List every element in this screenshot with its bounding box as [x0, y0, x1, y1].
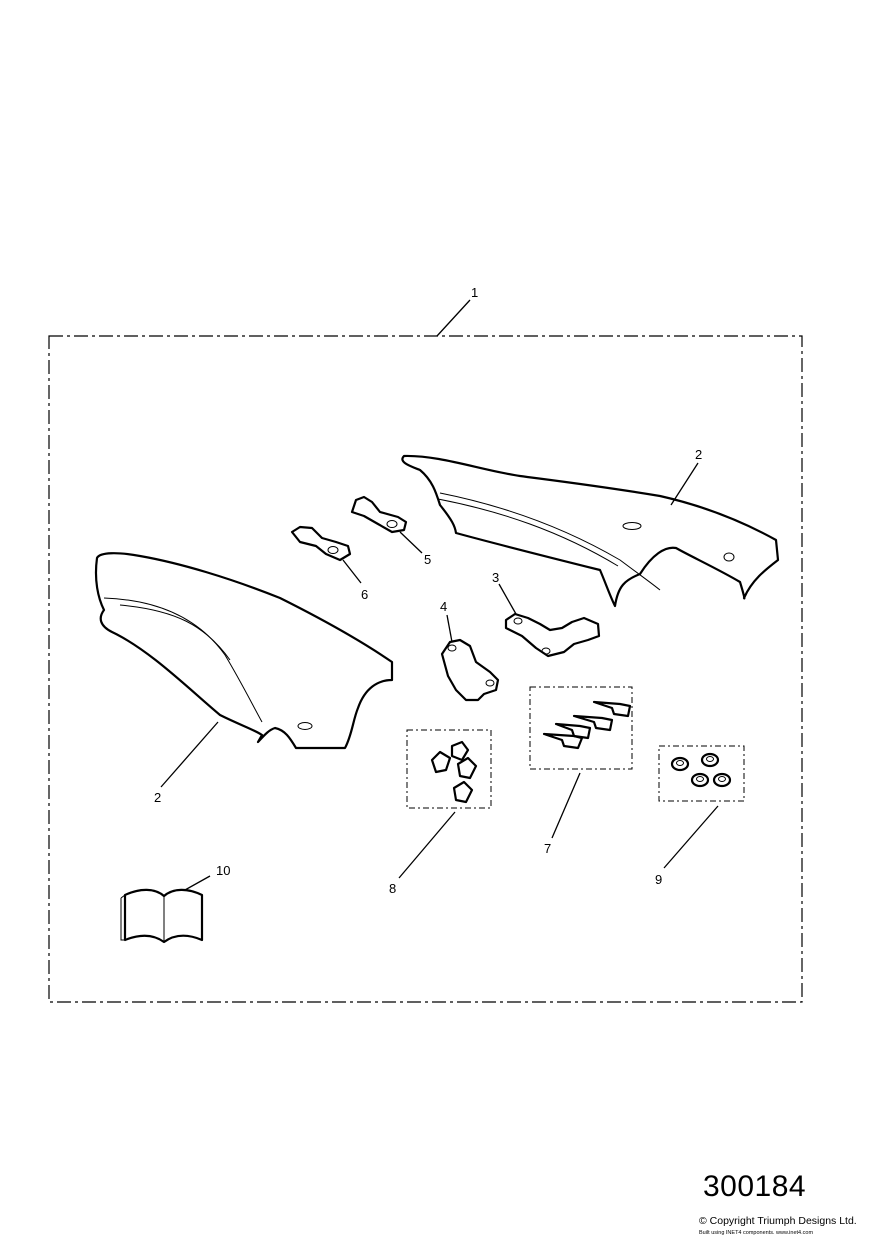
- callout-8: 8: [389, 881, 396, 896]
- callout-2-left: 2: [154, 790, 161, 805]
- booklet-10: [120, 888, 204, 944]
- copyright-notice: © Copyright Triumph Designs Ltd.: [699, 1215, 857, 1227]
- leader-1: [436, 299, 471, 337]
- leader-10: [184, 875, 211, 891]
- bracket-5: [350, 495, 408, 534]
- leader-6: [342, 559, 362, 584]
- callout-7: 7: [544, 841, 551, 856]
- callout-9: 9: [655, 872, 662, 887]
- built-using-notice: Built using INET4 components. www.inet4.…: [699, 1230, 814, 1236]
- callout-4: 4: [440, 599, 447, 614]
- leader-2-right: [670, 462, 699, 506]
- side-panel-left: [94, 552, 394, 750]
- bolts-pack-7: [529, 686, 633, 770]
- bracket-3: [504, 612, 601, 658]
- leader-3: [498, 583, 517, 615]
- callout-3: 3: [492, 570, 499, 585]
- callout-5: 5: [424, 552, 431, 567]
- grommets-pack-9: [658, 745, 745, 802]
- callout-1: 1: [471, 285, 478, 300]
- leader-2-left: [160, 721, 219, 788]
- callout-6: 6: [361, 587, 368, 602]
- leader-7: [551, 772, 581, 839]
- leader-9: [663, 805, 719, 869]
- leader-8: [398, 811, 456, 879]
- side-panel-right: [401, 454, 780, 608]
- clips-pack-8: [406, 729, 492, 809]
- leader-5: [399, 531, 423, 554]
- leader-4: [446, 614, 453, 643]
- drawing-number: 300184: [703, 1170, 807, 1203]
- callout-10: 10: [216, 863, 230, 878]
- bracket-4: [440, 638, 500, 702]
- kit-boundary: [48, 335, 803, 1003]
- bracket-6: [290, 525, 352, 562]
- callout-2-right: 2: [695, 447, 702, 462]
